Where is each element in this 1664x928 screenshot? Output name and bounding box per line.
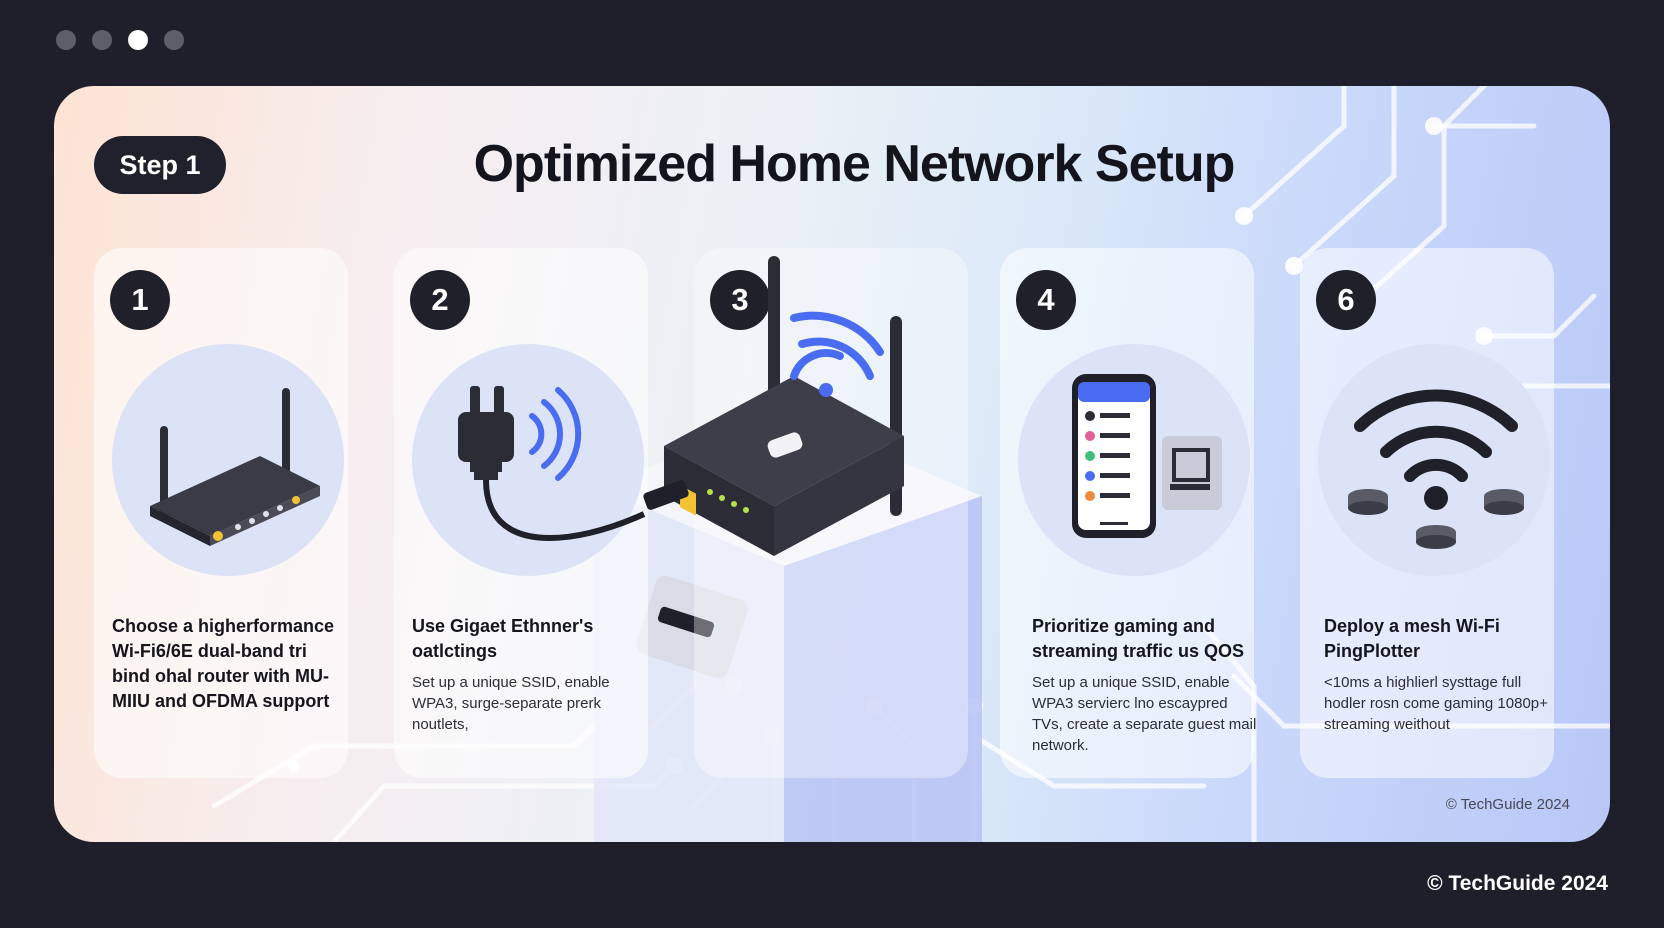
- step-heading-1: Choose a higherformance Wi-Fi6/6E dual-b…: [112, 616, 335, 711]
- carousel-dot-3[interactable]: [128, 30, 148, 50]
- router-icon: [150, 388, 320, 546]
- page-title: Optimized Home Network Setup: [473, 135, 1236, 193]
- carousel-dot-2[interactable]: [92, 30, 112, 50]
- slide-footer: © TechGuide 2024: [1445, 796, 1570, 813]
- ethernet-plug-icon: [458, 386, 646, 542]
- phone-app-icon: [1072, 374, 1222, 538]
- slide-card: Step 1 Optimized Home Network Setup 1 Ch…: [54, 86, 1610, 842]
- step-number-2: 2: [410, 270, 470, 330]
- step-body-5: <10ms a highlierl systtage full hodler r…: [1324, 674, 1548, 733]
- step-body-2: Set up a unique SSID, enable WPA3, surge…: [412, 674, 610, 733]
- step-number-1: 1: [110, 270, 170, 330]
- carousel-dots: [56, 30, 184, 50]
- central-router-icon: [643, 256, 904, 556]
- carousel-dot-4[interactable]: [164, 30, 184, 50]
- page-footer: © TechGuide 2024: [1427, 872, 1608, 895]
- step-heading-2: Use Gigaet Ethnner's oatlctings: [412, 616, 594, 661]
- step-heading-5: Deploy a mesh Wi-Fi PingPlotter: [1324, 616, 1500, 661]
- step-number-4: 4: [1016, 270, 1076, 330]
- step-label: Step 1: [94, 136, 226, 194]
- step-number-3: 3: [710, 270, 770, 330]
- step-heading-4: Prioritize gaming and streaming traffic …: [1032, 616, 1245, 661]
- carousel-dot-1[interactable]: [56, 30, 76, 50]
- mesh-wifi-icon: [1348, 389, 1524, 549]
- step-number-5: 6: [1316, 270, 1376, 330]
- step-body-4: Set up a unique SSID, enable WPA3 servie…: [1032, 674, 1257, 754]
